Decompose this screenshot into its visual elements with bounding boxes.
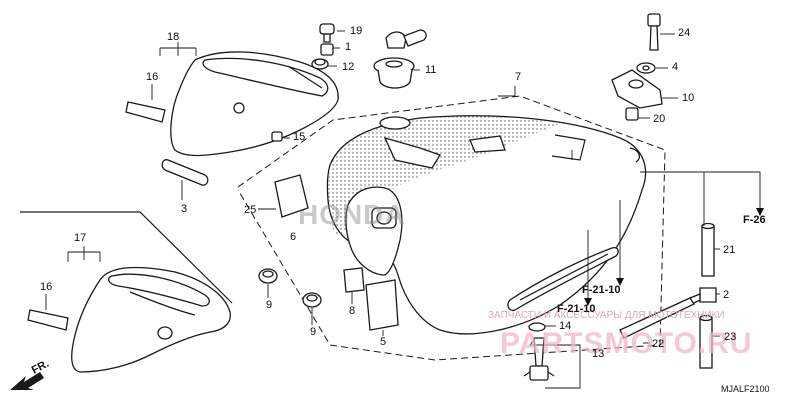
part-number-p6: 6: [290, 231, 296, 243]
washer-4: [636, 62, 656, 74]
pad-6: [274, 174, 309, 218]
part-number-p16a: 16: [146, 71, 158, 83]
part-number-p15: 15: [293, 131, 305, 143]
part-labels: 18 16 3 19 1 12 15 11 7 24 4 10 20 25 6 17 16 9 9 8 5 21 2 14 13…: [40, 25, 736, 360]
bolt-19: [319, 23, 335, 43]
reference-labels: F-26F-21-10F-21-10: [557, 214, 766, 315]
part-number-p9a: 9: [266, 299, 272, 311]
hose-23: [699, 314, 713, 369]
part-number-p23: 23: [724, 331, 736, 343]
tank-logo: HONDA: [298, 199, 406, 230]
part-number-p8: 8: [349, 305, 355, 317]
part-number-p12: 12: [342, 61, 354, 73]
pad-5: [365, 279, 399, 331]
part-number-p20: 20: [653, 113, 665, 125]
assembly-boundary: [237, 95, 666, 361]
part-number-p13: 13: [592, 348, 604, 360]
part-number-p5: 5: [380, 336, 386, 348]
joint-2: [689, 287, 717, 305]
fuel-cap-11: [373, 29, 427, 89]
diagram-code: MJALF2100: [721, 384, 770, 394]
front-cover-lower: [71, 266, 231, 373]
part-number-p25: 25: [244, 204, 256, 216]
trim-strip-upper: [125, 101, 166, 123]
bracket-10: [611, 69, 663, 109]
part-number-p21: 21: [723, 244, 735, 256]
part-number-p9b: 9: [310, 326, 316, 338]
trim-strip-lower: [27, 309, 69, 331]
sticker-8: [343, 267, 365, 293]
part-number-p19: 19: [350, 25, 362, 37]
ref-arrows: [584, 208, 764, 306]
emblem-3: [161, 159, 209, 186]
collar-20: [625, 107, 639, 121]
part-number-p14: 14: [559, 320, 571, 332]
collar-1: [320, 43, 334, 56]
part-number-p1: 1: [345, 41, 351, 53]
part-number-p18: 18: [167, 31, 179, 43]
part-number-p4: 4: [672, 61, 678, 73]
reference-f2110b: F-21-10: [557, 303, 596, 315]
part-number-p3: 3: [181, 203, 187, 215]
part-number-p10: 10: [682, 92, 694, 104]
bolt-24: [647, 13, 661, 51]
hose-22: [619, 297, 695, 339]
rubber-mount-9b: [302, 292, 322, 308]
front-direction-arrow: FR.: [10, 358, 51, 390]
grommet-15: [271, 131, 283, 142]
part-number-p22: 22: [652, 338, 664, 350]
reference-f2110a: F-21-10: [582, 284, 621, 296]
front-label: FR.: [30, 358, 51, 377]
part-number-p7: 7: [515, 71, 521, 83]
rubber-mount-9a: [258, 268, 278, 284]
part-number-p11: 11: [425, 64, 436, 76]
reference-f26: F-26: [743, 214, 766, 226]
divider-line: [20, 211, 233, 304]
front-cover-upper: [170, 51, 339, 157]
tank-badge: [507, 246, 619, 311]
watermark-brand: PARTSMOTO.RU: [500, 327, 753, 360]
o-ring-14: [528, 322, 546, 332]
watermark-line: ЗАПЧАСТИ И АКСЕССУАРЫ ДЛЯ МОТОТЕХНИКИ: [488, 310, 725, 321]
part-number-p16b: 16: [40, 281, 52, 293]
part-number-p24: 24: [678, 27, 690, 39]
hose-21: [701, 222, 715, 277]
leader-lines: [45, 30, 761, 389]
grommet-12: [311, 58, 329, 70]
part-number-p17: 17: [74, 232, 86, 244]
part-number-p2: 2: [723, 289, 729, 301]
